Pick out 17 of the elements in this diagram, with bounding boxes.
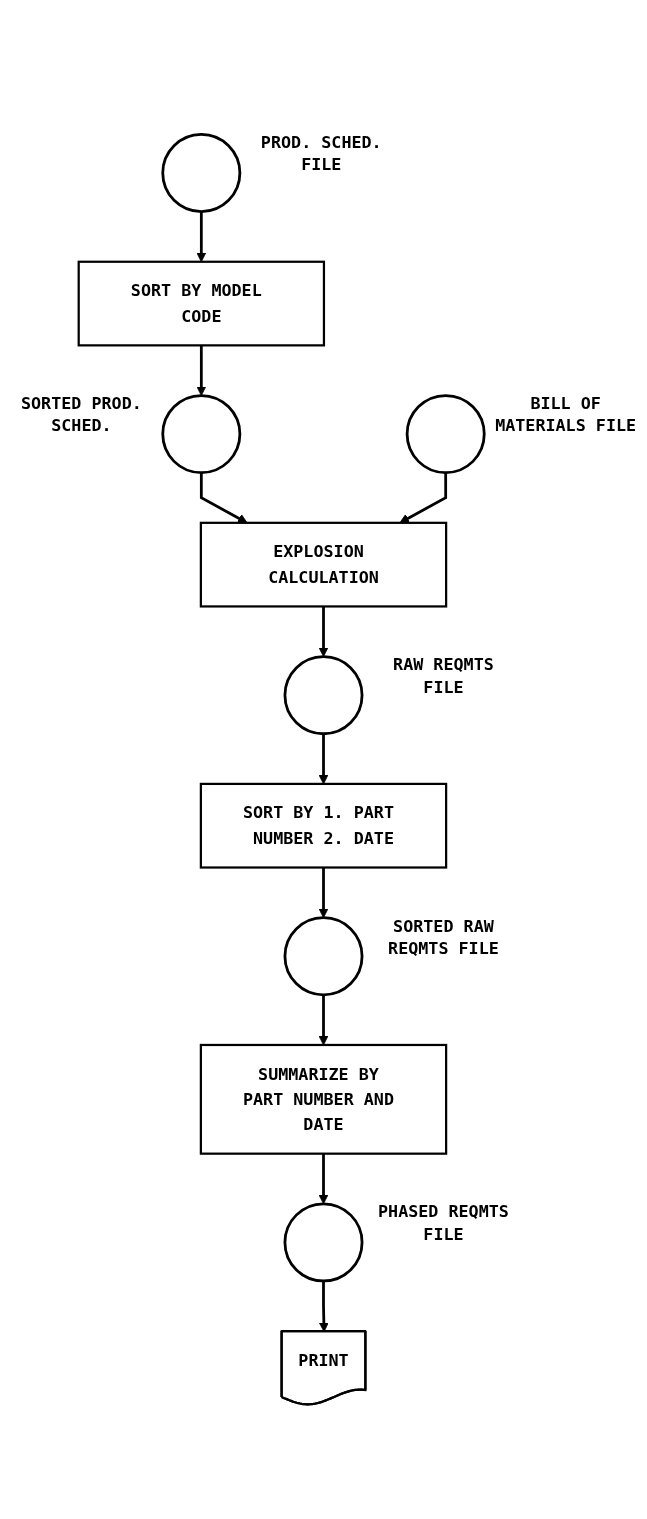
- arrow: [196, 345, 207, 396]
- node-circle: [283, 916, 364, 997]
- node-box: EXPLOSION CALCULATION: [199, 521, 448, 608]
- node-box: SORT BY MODEL CODE: [77, 260, 326, 347]
- node-box: SUMMARIZE BY PART NUMBER AND DATE: [199, 1043, 448, 1155]
- file-label: PROD. SCHED. FILE: [259, 131, 383, 177]
- node-circle: [405, 394, 486, 475]
- node-circle: [161, 394, 242, 475]
- file-label: RAW REQMTS FILE: [392, 653, 495, 699]
- file-label: BILL OF MATERIALS FILE: [494, 392, 638, 438]
- node-box: SORT BY 1. PART NUMBER 2. DATE: [199, 782, 448, 869]
- file-label: PHASED REQMTS FILE: [377, 1200, 510, 1246]
- file-label: SORTED PROD. SCHED.: [19, 392, 143, 438]
- file-label: SORTED RAW REQMTS FILE: [387, 914, 500, 960]
- node-circle: [161, 133, 242, 213]
- node-circle: [283, 1202, 364, 1283]
- node-circle: [283, 655, 364, 736]
